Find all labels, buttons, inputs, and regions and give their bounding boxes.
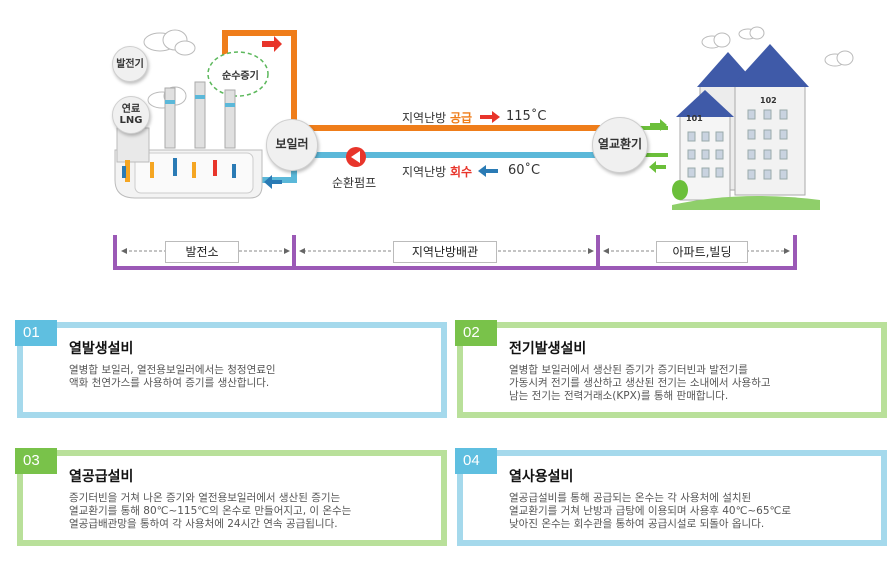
- heat-exchanger-label: 열교환기: [597, 137, 643, 152]
- supply-word: 공급: [450, 111, 473, 125]
- section-label-buildings: 아파트,빌딩: [656, 241, 748, 263]
- return-text: 지역난방: [402, 165, 447, 179]
- fuel-label-line2: LNG: [119, 115, 143, 126]
- supply-pipe: [222, 30, 600, 131]
- card-line: 열교환기를 거쳐 난방과 급탕에 이용되며 사용후 40℃~65℃로: [509, 505, 791, 517]
- card-body: [23, 456, 441, 540]
- power-plant-label-text: 발전기: [116, 58, 144, 70]
- card-description: 열공급설비를 통해 공급되는 온수는 각 사용처에 설치된 열교환기를 거쳐 난…: [509, 492, 879, 531]
- supply-temp: 115˚C: [506, 109, 547, 124]
- card-line: 증기터빈을 거쳐 나온 증기와 열전용보일러에서 생산된 증기는: [69, 492, 341, 504]
- card-body: [463, 456, 881, 540]
- card-line: 낮아진 온수는 회수관을 통하여 공급시설로 되돌아 옵니다.: [509, 518, 765, 530]
- card-description: 열병합 보일러에서 생산된 증기가 증기터빈과 발전기를 가동시켜 전기를 생산…: [509, 364, 879, 403]
- card-line: 열공급배관망을 통하여 각 사용처에 24시간 연속 공급됩니다.: [69, 518, 338, 530]
- card-title: 전기발생설비: [509, 341, 587, 357]
- section-label-plant: 발전소: [165, 241, 239, 263]
- card-line: 열병합 보일러, 열전용보일러에서는 청정연료인: [69, 364, 276, 376]
- return-arrow-icon: [264, 175, 282, 189]
- supply-label: 지역난방 공급: [402, 109, 472, 126]
- card-line: 열병합 보일러에서 생산된 증기가 증기터빈과 발전기를: [509, 364, 748, 376]
- steam-cloud-icon: [207, 51, 269, 97]
- card-line: 열공급설비를 통해 공급되는 온수는 각 사용처에 설치된: [509, 492, 752, 504]
- card-line: 남는 전기는 전력거래소(KPX)를 통해 판매합니다.: [509, 390, 729, 402]
- supply-arrow-icon: [262, 36, 282, 52]
- boiler-label: 보일러: [275, 137, 309, 152]
- card-number: 03: [15, 448, 57, 474]
- steam-label: 순수증기: [222, 71, 259, 82]
- fuel-label-line1: 연료: [121, 104, 141, 115]
- return-label: 지역난방 회수: [402, 163, 472, 180]
- cloud-icon: [701, 26, 854, 67]
- info-card-04: 04 열사용설비 열공급설비를 통해 공급되는 온수는 각 사용처에 설치된 열…: [455, 448, 887, 546]
- card-line: 열교환기를 통해 80℃~115℃의 온수로 만들어지고, 이 온수는: [69, 505, 352, 517]
- card-title: 열발생설비: [69, 341, 134, 357]
- card-line: 가동시켜 전기를 생산하고 생산된 전기는 소내에서 사용하고: [509, 377, 771, 389]
- supply-text: 지역난방: [402, 111, 447, 125]
- apartment-buildings-icon: [672, 44, 820, 210]
- card-number: 02: [455, 320, 497, 346]
- return-arrow-icon: [478, 165, 498, 177]
- power-plant-label: 발전기: [112, 46, 148, 82]
- card-title: 열공급설비: [69, 469, 134, 485]
- building-number-101: 101: [686, 114, 703, 123]
- card-description: 열병합 보일러, 열전용보일러에서는 청정연료인 액화 천연가스를 사용하여 증…: [69, 364, 439, 390]
- return-word: 회수: [450, 165, 473, 179]
- card-body: [23, 328, 441, 412]
- section-label-pipeline: 지역난방배관: [393, 241, 497, 263]
- info-card-03: 03 열공급설비 증기터빈을 거쳐 나온 증기와 열전용보일러에서 생산된 증기…: [15, 448, 447, 546]
- card-description: 증기터빈을 거쳐 나온 증기와 열전용보일러에서 생산된 증기는 열교환기를 통…: [69, 492, 439, 531]
- card-body: [463, 328, 881, 412]
- section-bar: [113, 235, 797, 270]
- boiler-node: 보일러: [266, 119, 318, 171]
- card-title: 열사용설비: [509, 469, 574, 485]
- heat-exchanger-node: 열교환기: [592, 117, 648, 173]
- return-temp: 60˚C: [508, 163, 541, 178]
- power-plant-icon: [114, 81, 263, 199]
- green-arrow-icon: [649, 161, 666, 173]
- info-card-02: 02 전기발생설비 열병합 보일러에서 생산된 증기가 증기터빈과 발전기를 가…: [455, 320, 887, 418]
- pump-label: 순환펌프: [332, 176, 377, 190]
- supply-arrow-icon: [480, 111, 500, 123]
- fuel-label: 연료 LNG: [112, 96, 150, 134]
- card-line: 액화 천연가스를 사용하여 증기를 생산합니다.: [69, 377, 270, 389]
- info-card-01: 01 열발생설비 열병합 보일러, 열전용보일러에서는 청정연료인 액화 천연가…: [15, 320, 447, 418]
- building-number-102: 102: [760, 96, 777, 105]
- card-number: 04: [455, 448, 497, 474]
- card-number: 01: [15, 320, 57, 346]
